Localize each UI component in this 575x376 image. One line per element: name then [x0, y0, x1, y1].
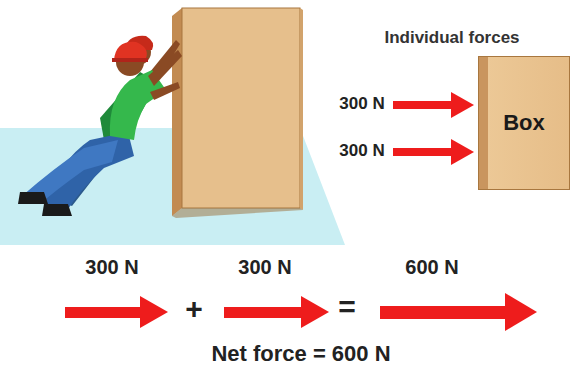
- box-object: Box: [478, 56, 570, 190]
- box-label: Box: [503, 110, 545, 136]
- worker-front: [18, 42, 182, 216]
- force-arrow: [393, 92, 474, 165]
- force-value: 300 N: [85, 256, 138, 279]
- net-force-caption: Net force = 600 N: [211, 341, 390, 367]
- force-value: 600 N: [405, 256, 458, 279]
- force-value: 300 N: [238, 256, 291, 279]
- pushed-box: [172, 8, 303, 218]
- sum-arrow: [65, 293, 537, 331]
- plus-sign: +: [185, 292, 203, 326]
- section-heading: Individual forces: [384, 28, 519, 48]
- equals-sign: =: [338, 290, 356, 324]
- force-value: 300 N: [339, 94, 384, 114]
- force-value: 300 N: [339, 141, 384, 161]
